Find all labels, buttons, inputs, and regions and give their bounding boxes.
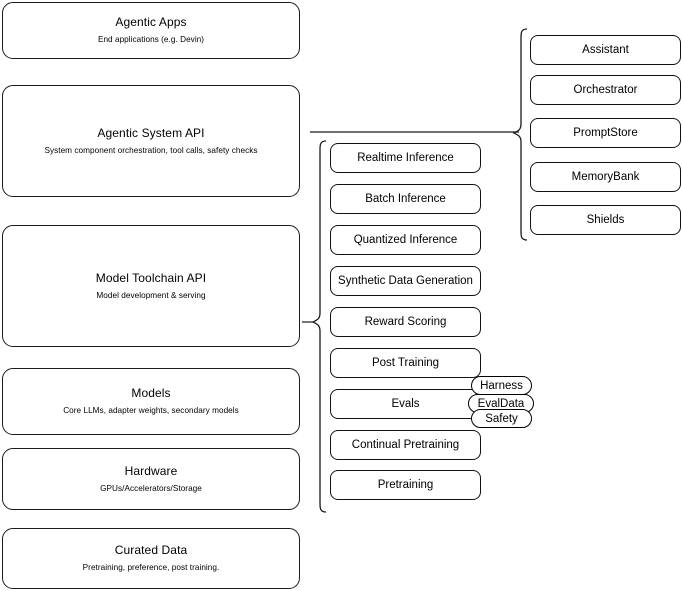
stack-layer-subtitle: GPUs/Accelerators/Storage	[100, 483, 202, 493]
agentic-component-shields[interactable]: Shields	[530, 205, 681, 235]
toolchain-chip-continual-pretraining[interactable]: Continual Pretraining	[330, 430, 481, 460]
chip-label: Quantized Inference	[353, 234, 458, 246]
stack-layer-title: Curated Data	[114, 543, 188, 558]
chip-label: Shields	[586, 214, 625, 226]
stack-layer-title: Model Toolchain API	[95, 270, 207, 285]
chip-label: Evals	[391, 398, 420, 410]
chip-label: Orchestrator	[573, 84, 638, 96]
chip-label: Pretraining	[377, 479, 434, 491]
stack-layer-agentic-apps[interactable]: Agentic Apps End applications (e.g. Devi…	[2, 2, 300, 59]
stack-layer-subtitle: System component orchestration, tool cal…	[44, 145, 258, 155]
evals-pill-harness[interactable]: Harness	[471, 376, 532, 395]
agentic-component-assistant[interactable]: Assistant	[530, 35, 681, 65]
toolchain-chip-quantized-inference[interactable]: Quantized Inference	[330, 225, 481, 255]
chip-label: Batch Inference	[365, 193, 446, 205]
chip-label: MemoryBank	[571, 171, 640, 183]
chip-label: Realtime Inference	[357, 152, 454, 164]
stack-layer-title: Agentic System API	[97, 125, 205, 140]
chip-label: PromptStore	[573, 127, 638, 139]
agentic-component-memorybank[interactable]: MemoryBank	[530, 162, 681, 192]
stack-layer-models[interactable]: Models Core LLMs, adapter weights, secon…	[2, 368, 300, 435]
stack-layer-title: Agentic Apps	[115, 15, 187, 30]
stack-layer-subtitle: Model development & serving	[96, 290, 206, 300]
toolchain-chip-evals[interactable]: Evals	[330, 389, 481, 419]
chip-label: Synthetic Data Generation	[338, 275, 473, 287]
pill-label: EvalData	[477, 397, 525, 410]
brace-toolchain-column	[311, 140, 327, 513]
stack-layer-title: Hardware	[124, 463, 178, 478]
pill-label: Harness	[480, 379, 523, 392]
stack-layer-subtitle: Pretraining, preference, post training.	[82, 563, 220, 573]
chip-label: Assistant	[582, 44, 629, 56]
stack-layer-hardware[interactable]: Hardware GPUs/Accelerators/Storage	[2, 448, 300, 510]
toolchain-chip-batch-inference[interactable]: Batch Inference	[330, 184, 481, 214]
brace-agentic-components-column	[512, 28, 528, 241]
stack-layer-agentic-system-api[interactable]: Agentic System API System component orch…	[2, 85, 300, 197]
stack-layer-subtitle: End applications (e.g. Devin)	[97, 35, 205, 45]
evals-pill-safety[interactable]: Safety	[471, 409, 532, 428]
stack-layer-curated-data[interactable]: Curated Data Pretraining, preference, po…	[2, 528, 300, 589]
toolchain-chip-reward-scoring[interactable]: Reward Scoring	[330, 307, 481, 337]
chip-label: Reward Scoring	[364, 316, 447, 328]
pill-label: Safety	[485, 412, 518, 425]
chip-label: Continual Pretraining	[351, 439, 460, 451]
toolchain-chip-synthetic-data-generation[interactable]: Synthetic Data Generation	[330, 266, 481, 296]
stack-layer-model-toolchain-api[interactable]: Model Toolchain API Model development & …	[2, 225, 300, 347]
agentic-component-orchestrator[interactable]: Orchestrator	[530, 75, 681, 105]
toolchain-chip-pretraining[interactable]: Pretraining	[330, 470, 481, 500]
toolchain-chip-realtime-inference[interactable]: Realtime Inference	[330, 143, 481, 173]
stack-layer-title: Models	[131, 386, 171, 401]
agentic-component-promptstore[interactable]: PromptStore	[530, 118, 681, 148]
toolchain-chip-post-training[interactable]: Post Training	[330, 348, 481, 378]
chip-label: Post Training	[371, 357, 440, 369]
stack-layer-subtitle: Core LLMs, adapter weights, secondary mo…	[63, 406, 239, 416]
